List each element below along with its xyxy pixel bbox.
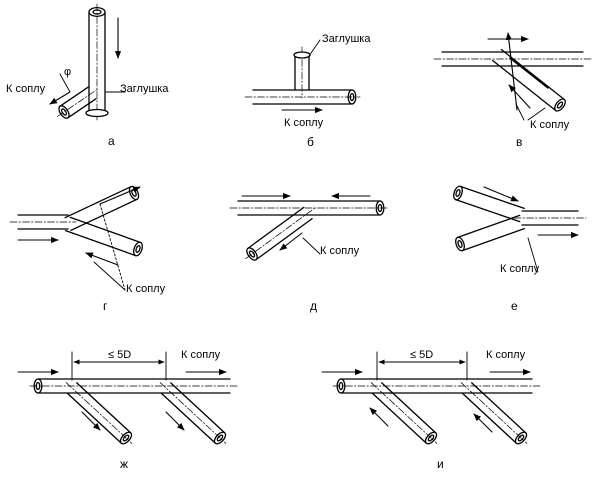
pipe-main-e-walls [521,210,579,226]
pipe-upper-g [64,185,140,231]
pipe-branch-a-walls [59,86,97,119]
flow-arrow-branch2-i [473,413,493,433]
pipe-upper-e-bore-start [455,188,461,198]
pipe-branch-a [57,86,99,119]
pipe-branch-d-axis [245,207,315,260]
pipe-main-b-walls [252,89,353,105]
pipe-main-e [513,210,587,226]
flow-arrow-down-g [85,252,119,266]
pipe-main-d [229,200,389,216]
pipe-branch2-i-axis [460,382,528,444]
label-to-nozzle-zh: К соплу [181,349,221,361]
caption-a: а [108,134,115,148]
label-to-nozzle-a: К соплу [6,83,46,95]
plug-cap-b [293,51,311,59]
leader-g-dotted [99,203,126,291]
flow-arrow-branch1-zh [81,411,101,431]
pipe-branch2-zh-walls [160,382,226,444]
label-plug-a: Заглушка [120,83,169,95]
leader-plug-b [308,39,321,57]
caption-v: в [516,135,522,149]
pipe-branch-a-axis [57,88,99,117]
pipe-branch2-zh [159,382,227,445]
caption-i: и [437,457,444,471]
pipe-branch1-v [491,48,566,112]
flow-arrow-to-nozzle-d [279,232,303,251]
pipe-main-g [9,214,77,230]
pipe-lower-g-walls [64,216,142,257]
flow-arrow-up-g [99,186,141,205]
flow-arrow-to-nozzle-a [49,91,71,105]
label-to-nozzle-e: К соплу [500,263,540,275]
caption-e: е [511,299,518,313]
leader-d [302,237,321,255]
pipe-branch-d-walls [247,206,313,261]
label-plug-b: Заглушка [322,33,371,45]
pipe-upper-e-walls [455,185,525,223]
pipe-branch1-v-walls [491,48,566,112]
label-spacing-zh: ≤ 5D [108,349,131,361]
pipe-lower-g-bore [135,245,141,253]
pipe-lower-e-walls [457,214,525,252]
pipe-branch1-zh-axis [65,382,133,444]
flow-arrow-upper-e [483,186,519,202]
pipe-branch1-i-axis [370,382,438,444]
caption-b: б [307,135,314,149]
label-to-nozzle-v: К соплу [530,119,570,131]
pipe-lower-e [455,214,525,252]
pipe-branch1-i [370,382,438,445]
pipe-upper-e [453,185,525,223]
pipe-branch-d [245,206,315,261]
pipe-upper-g-walls [64,186,138,231]
pipe-branch2-v [509,57,549,89]
flow-arrow-branch1-i [369,407,389,427]
label-to-nozzle-b: К соплу [284,117,324,129]
caption-g: г [103,299,108,313]
pipe-branch1-zh-walls [66,382,132,444]
pipe-branch2-v-walls [509,57,549,89]
label-to-nozzle-g: К соплу [126,283,166,295]
caption-d: д [310,299,317,313]
pipe-stub-b-walls [294,54,310,91]
leader-g-2 [93,261,126,291]
flow-arrow-up-v [505,32,518,111]
caption-zh: ж [120,457,128,471]
leader-v-2 [527,107,546,121]
label-to-nozzle-i: К соплу [486,349,526,361]
pipe-lower-e-bore-start [457,239,463,249]
pipe-main-d-walls [237,200,381,216]
pipe-main-i [332,378,541,394]
label-spacing-i: ≤ 5D [410,349,433,361]
pipe-stub-b [294,46,310,99]
pipe-main-zh-walls [37,378,231,394]
pipe-branch1-i-walls [371,382,437,444]
pipe-lower-g [64,216,143,257]
angle-ref-line-a [59,73,71,93]
flow-arrow-branch2-zh [165,411,185,431]
pipe-main-b [244,89,361,105]
leader-v-1 [515,103,525,121]
pipe-main-g-walls [17,214,69,230]
pipe-branch1-v-bore [556,101,564,109]
pipe-branch2-i-walls [461,382,527,444]
label-to-nozzle-d: К соплу [320,245,360,257]
flow-arrow-diag-v [508,84,531,109]
pipe-branch2-i [460,382,528,445]
pipe-main-v-walls [441,51,584,67]
pipe-branch1-zh [65,382,133,445]
leader-e [527,237,539,273]
pipe-main-zh [29,378,239,394]
plug-disc-a [85,108,109,118]
pipe-branch2-zh-axis [159,382,227,444]
label-angle-phi: φ [64,66,71,78]
